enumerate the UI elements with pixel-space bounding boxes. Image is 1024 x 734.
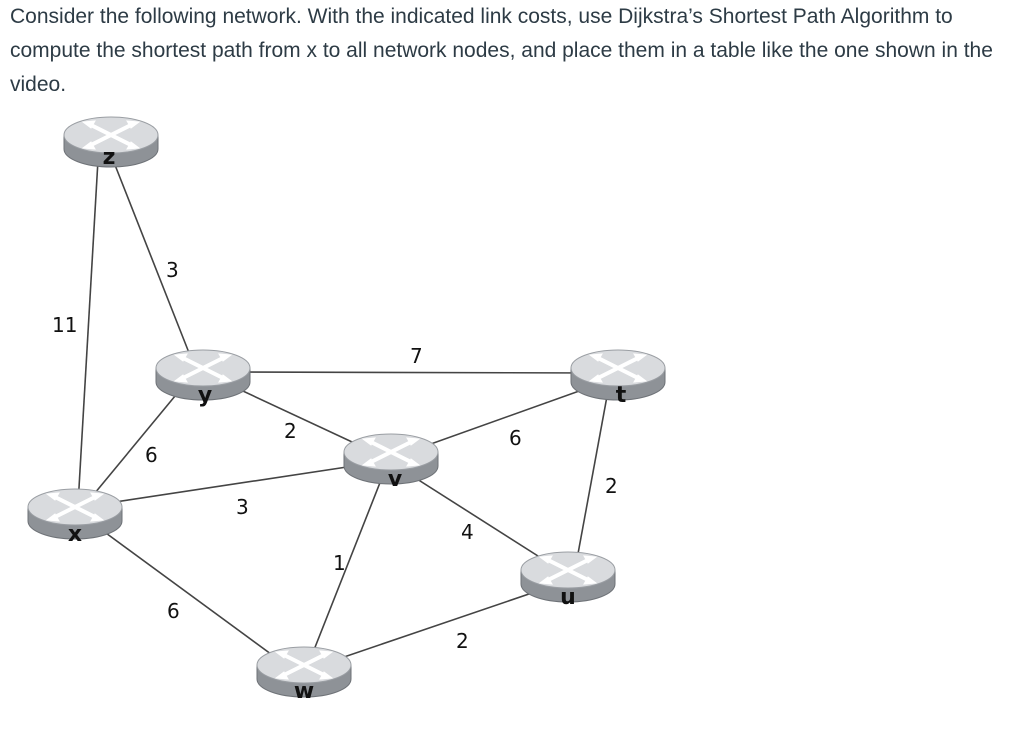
- edge-y-x: [84, 389, 181, 506]
- node-label-z: z: [103, 145, 116, 170]
- cost-label-z-y: 3: [166, 258, 179, 282]
- node-x: x: [26, 487, 124, 547]
- edge-z-x: [77, 159, 99, 506]
- edge-v-u: [394, 464, 561, 571]
- cost-label-y-x: 6: [145, 443, 158, 467]
- edge-t-u: [574, 379, 611, 571]
- edge-x-w: [94, 524, 291, 669]
- cost-label-x-v: 3: [236, 495, 249, 519]
- cost-label-x-w: 6: [167, 599, 180, 623]
- cost-label-t-u: 2: [605, 474, 618, 498]
- node-w: w: [255, 645, 353, 704]
- edge-y-t: [229, 371, 601, 374]
- edge-v-t: [399, 379, 611, 456]
- node-v: v: [342, 432, 440, 492]
- cost-labels: 11 3 7 6 2 3 6 6 4 1 2 2: [52, 258, 618, 653]
- node-u: u: [519, 550, 617, 610]
- node-label-y: y: [198, 383, 212, 408]
- node-t: t: [569, 348, 667, 408]
- node-label-u: u: [560, 585, 576, 610]
- node-label-w: w: [294, 679, 314, 704]
- edge-v-w: [309, 469, 386, 661]
- node-label-v: v: [388, 467, 403, 492]
- edges: [77, 159, 611, 673]
- cost-label-v-w: 1: [333, 551, 346, 575]
- cost-label-y-t: 7: [410, 344, 423, 368]
- cost-label-v-t: 6: [509, 426, 522, 450]
- node-label-t: t: [616, 383, 627, 408]
- question-text: Consider the following network. With the…: [10, 5, 993, 96]
- node-y: y: [154, 348, 252, 408]
- cost-label-z-x: 11: [52, 313, 77, 337]
- node-label-x: x: [68, 522, 82, 547]
- cost-label-v-u: 4: [461, 520, 474, 544]
- edge-z-y: [114, 164, 196, 369]
- cost-label-y-v: 2: [284, 419, 297, 443]
- edge-x-v: [94, 461, 381, 506]
- node-z: z: [62, 115, 160, 170]
- cost-label-w-u: 2: [456, 629, 469, 653]
